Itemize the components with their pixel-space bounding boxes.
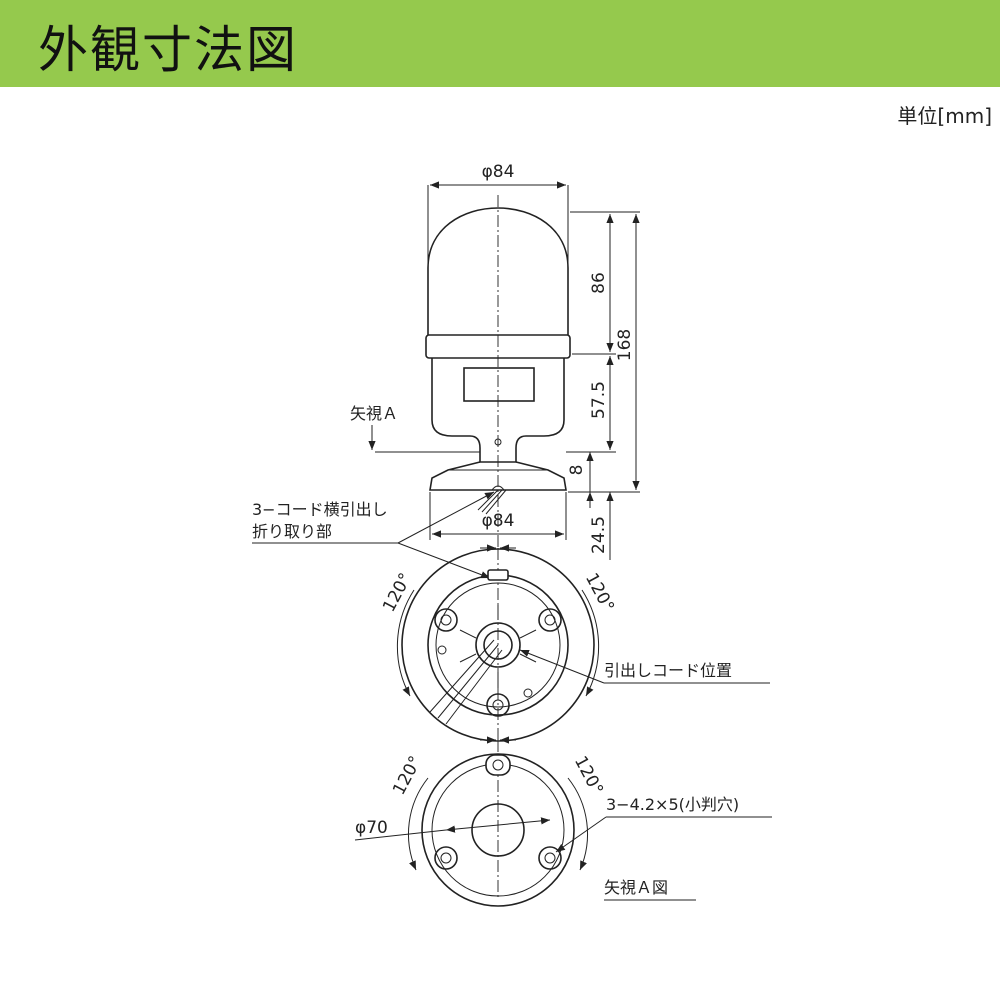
small-hole-right (523, 688, 533, 698)
rib-right-1 (519, 629, 537, 639)
unit-label: 単位[mm] (897, 104, 992, 128)
label-view-arrow: 矢視Ａ (350, 404, 398, 423)
body-shape (431, 358, 565, 463)
mount-hole-right-inner (544, 852, 556, 864)
mount-hole-top (485, 754, 511, 776)
arc-right (581, 589, 600, 697)
viewa-outer (421, 753, 575, 907)
boss-left (434, 608, 458, 632)
boss-bottom (486, 693, 510, 717)
arc-left (396, 589, 415, 697)
label-side-cord-2: 折り取り部 (252, 522, 332, 541)
mount-hole-left-inner (440, 852, 452, 864)
label-side-cord-1: 3−コード横引出し (252, 500, 388, 519)
small-hole-left (437, 645, 447, 655)
label-base-diameter: φ84 (482, 511, 515, 531)
viewa-arc-right (567, 777, 589, 871)
leader-mount-holes (555, 816, 607, 853)
dome-shape (427, 207, 569, 335)
cord-bundle (429, 639, 503, 725)
rib-left-1 (459, 629, 477, 639)
leader-side-cord-2 (397, 542, 491, 579)
label-top-diameter: φ84 (482, 162, 515, 182)
inner-ring-2 (435, 582, 561, 708)
cord-notch (491, 485, 505, 491)
leader-side-cord-1 (397, 491, 495, 544)
header-bar: 外観寸法図 (0, 0, 1000, 87)
label-cord-position: 引出しコード位置 (604, 661, 732, 680)
label-base-height: 8 (567, 465, 587, 476)
bottom-view: 120° 120° (379, 544, 618, 742)
label-total-height: 168 (615, 329, 635, 361)
page-title: 外観寸法図 (38, 21, 298, 79)
label-window (463, 367, 535, 402)
label-angle-left: 120° (379, 570, 416, 616)
grommet-inner (483, 630, 513, 660)
dim-mount-diameter (445, 817, 551, 833)
boss-bottom-hole (492, 699, 504, 711)
label-mount-holes: 3−4.2×5(小判穴) (606, 795, 739, 814)
side-cord (477, 489, 507, 515)
boss-right (538, 608, 562, 632)
screw-point (494, 438, 502, 446)
label-view-a-figure: 矢視Ａ図 (604, 878, 668, 897)
grommet-outer (475, 622, 521, 668)
collar-ring (425, 334, 571, 359)
label-bottom-height: 24.5 (589, 516, 609, 554)
label-mount-diameter: φ70 (355, 818, 388, 838)
label-body-height: 57.5 (589, 381, 609, 419)
mount-hole-right (538, 846, 562, 870)
label-angle-right-bottom: 120° (570, 753, 607, 799)
mount-hole-top-inner (492, 759, 504, 771)
dim-mount-lead (354, 829, 447, 841)
side-view: φ84 φ84 86 168 57.5 8 24.5 矢視Ａ (350, 162, 640, 560)
top-notch (487, 569, 509, 581)
leader-cord-position (519, 649, 605, 684)
boss-left-hole (440, 614, 452, 626)
boss-right-hole (544, 614, 556, 626)
label-angle-left-bottom: 120° (389, 753, 426, 799)
mount-hole-left (434, 846, 458, 870)
view-a: 120° 120° φ70 (354, 736, 607, 907)
rib-left-2 (459, 653, 477, 663)
viewa-arc-left (407, 777, 429, 871)
label-dome-height: 86 (589, 272, 609, 294)
